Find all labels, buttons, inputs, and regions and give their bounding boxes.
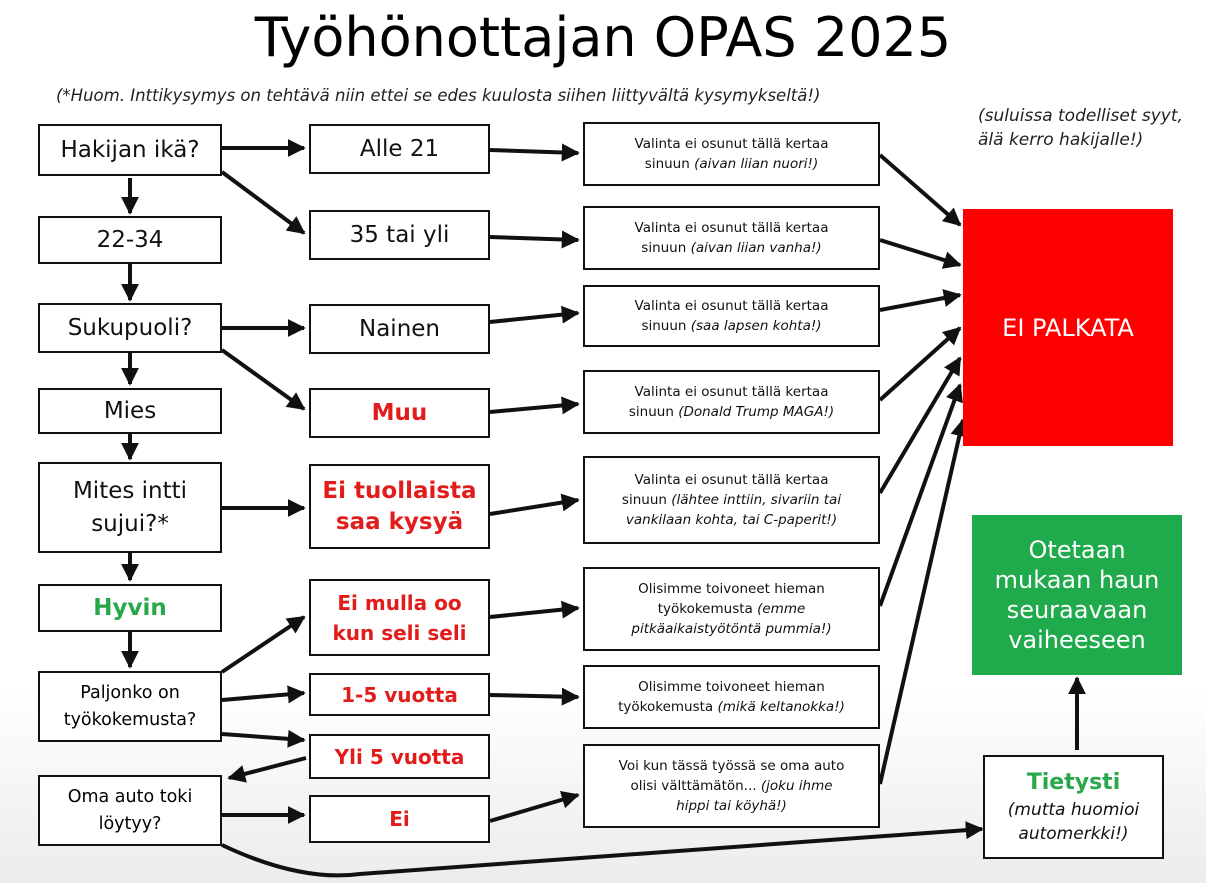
arrow-o5-reject bbox=[878, 356, 962, 495]
footnote: (*Huom. Inttikysymys on tehtävä niin ett… bbox=[56, 86, 821, 105]
answer-over35-box: 35 tai yli bbox=[309, 210, 490, 260]
age-ok-box: 22-34 bbox=[38, 216, 222, 264]
answer-under21-box: Alle 21 bbox=[309, 124, 490, 174]
page-title: Työhönottajan OPAS 2025 bbox=[254, 6, 952, 69]
army-ok-label: Hyvin bbox=[93, 594, 167, 621]
arrow-muu-out bbox=[489, 396, 580, 415]
arrow-noexp-out bbox=[489, 600, 580, 619]
answer-exp15-box: 1-5 vuotta bbox=[309, 673, 490, 716]
answer-under21-label: Alle 21 bbox=[359, 135, 440, 162]
age-question-box: Hakijan ikä? bbox=[38, 124, 222, 176]
arrow-exp-none bbox=[220, 615, 306, 674]
answer-over35-label: 35 tai yli bbox=[349, 221, 450, 248]
arrow-exp-5plus bbox=[221, 729, 306, 748]
arrow-35-out bbox=[489, 230, 580, 249]
gender-question-label: Sukupuoli? bbox=[67, 314, 193, 341]
car-yes-label: Tietysti bbox=[1026, 770, 1121, 795]
answer-nocar-box: Ei bbox=[309, 795, 490, 843]
age-ok-label: 22-34 bbox=[96, 226, 164, 253]
reject-label: EI PALKATA bbox=[1002, 313, 1134, 342]
answer-woman-label: Nainen bbox=[359, 315, 440, 342]
answer-other-box: Muu bbox=[309, 388, 490, 438]
arrow-o4-reject bbox=[878, 326, 962, 402]
gender-ok-label: Mies bbox=[103, 397, 157, 424]
arrow-o2-reject bbox=[879, 238, 962, 269]
arrow-exp-15 bbox=[221, 685, 306, 704]
gender-question-box: Sukupuoli? bbox=[38, 303, 222, 353]
arrow-o6-reject bbox=[878, 383, 963, 607]
answer-nocar-label: Ei bbox=[389, 807, 410, 831]
gender-ok-box: Mies bbox=[38, 388, 222, 434]
reject-box: EI PALKATA bbox=[963, 209, 1173, 446]
arrow-alle21-out bbox=[489, 143, 580, 162]
answer-exp5plus-box: Yli 5 vuotta bbox=[309, 734, 490, 779]
answer-woman-box: Nainen bbox=[309, 304, 490, 354]
arrow-ei-out bbox=[489, 790, 580, 823]
side-note: (suluissa todelliset syyt, älä kerro hak… bbox=[978, 106, 1183, 150]
arrow-o3-reject bbox=[879, 289, 962, 312]
arrow-o8-reject bbox=[878, 418, 969, 785]
answer-exp15-label: 1-5 vuotta bbox=[341, 682, 458, 707]
arrow-car-yes bbox=[221, 821, 984, 878]
arrow-nainen-out bbox=[489, 305, 580, 324]
arrow-gender-muu bbox=[220, 348, 306, 411]
army-ok-box: Hyvin bbox=[38, 584, 222, 632]
arrow-5plus-car bbox=[227, 756, 307, 783]
arrow-noask-out bbox=[489, 493, 580, 516]
arrow-age-35 bbox=[220, 170, 306, 235]
arrow-o1-reject bbox=[878, 153, 962, 227]
answer-other-label: Muu bbox=[371, 399, 428, 426]
age-question-label: Hakijan ikä? bbox=[60, 136, 200, 163]
answer-exp5plus-label: Yli 5 vuotta bbox=[334, 744, 465, 769]
arrow-15-out bbox=[489, 687, 580, 706]
